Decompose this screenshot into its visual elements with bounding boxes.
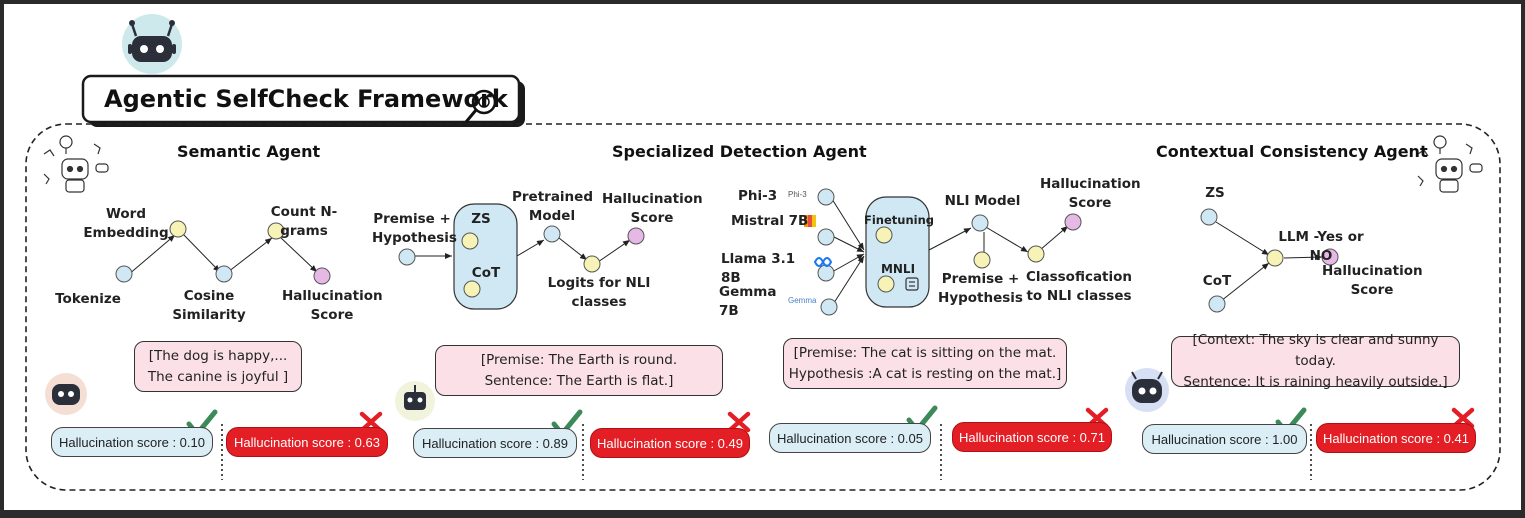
label-ctx-zs: ZS (1205, 185, 1225, 201)
node-tokenize (115, 265, 133, 283)
robot-head-icon (395, 381, 435, 421)
nli-score-good: Hallucination score : 0.05 (769, 423, 931, 453)
robot-head-icon (122, 14, 182, 74)
specialized-example: [Premise: The Earth is round. Sentence: … (435, 345, 723, 396)
nli-example: [Premise: The cat is sitting on the mat.… (783, 338, 1067, 389)
label-cosine-similarity: Cosine Similarity (172, 288, 246, 323)
label-ctx-cot: CoT (1202, 273, 1232, 289)
framework-frame (25, 123, 1501, 491)
label-spec-score: Hallucination Score (602, 191, 703, 226)
specialized-agent-title: Specialized Detection Agent (612, 142, 867, 161)
node-score (313, 267, 331, 285)
meta-logo-icon (813, 257, 833, 267)
specialized-score-good: Hallucination score : 0.89 (413, 428, 577, 458)
label-cot: CoT (471, 265, 501, 281)
node-cosine (215, 265, 233, 283)
specialized-score-bad: Hallucination score : 0.49 (590, 428, 750, 458)
label-nli-model: NLI Model (944, 193, 1021, 209)
robot-head-icon (45, 373, 87, 415)
node-word-embedding (169, 220, 187, 238)
label-model-mistral: Mistral 7B (731, 213, 809, 229)
title-box (81, 74, 521, 124)
semantic-score-bad: Hallucination score : 0.63 (226, 427, 388, 457)
framework-title: Agentic SelfCheck Framework (104, 85, 508, 113)
label-finetuning: Finetuning (864, 213, 935, 227)
label-hallucination-score: Hallucination Score (282, 288, 383, 323)
label-logits-nli: Logits for NLI classes (547, 275, 651, 310)
cross-icon (727, 411, 751, 433)
mistral-logo-icon (804, 215, 816, 227)
nli-score-bad: Hallucination score : 0.71 (952, 422, 1112, 452)
label-nli-score: Hallucination Score (1040, 176, 1141, 211)
label-premise-hypothesis: Premise + Hypothesis (372, 211, 457, 246)
label-nli-classification: Classofication to NLI classes (1025, 269, 1133, 304)
gemma-logo-icon: Gemma (788, 296, 817, 305)
thinking-robot-icon (1417, 135, 1483, 193)
canvas: Agentic SelfCheck Framework Semantic Age… (4, 4, 1521, 510)
label-pretrained-model: Pretrained Model (512, 189, 593, 224)
semantic-score-good: Hallucination score : 0.10 (51, 427, 213, 457)
phi-logo-icon: Phi-3 (788, 190, 807, 199)
label-word-embedding: Word Embedding (83, 206, 169, 241)
nli-graph (817, 188, 1082, 316)
label-mnli: MNLI (880, 262, 916, 276)
brain-chip-icon (905, 277, 919, 291)
semantic-graph (115, 220, 331, 285)
label-model-phi3: Phi-3 (738, 188, 778, 204)
contextual-graph (1200, 208, 1339, 313)
contextual-score-good: Hallucination score : 1.00 (1142, 424, 1307, 454)
contextual-example: [Context: The sky is clear and sunny tod… (1171, 332, 1460, 390)
semantic-agent-title: Semantic Agent (177, 142, 321, 161)
contextual-score-bad: Hallucination score : 0.41 (1316, 423, 1476, 453)
magnifier-icon (464, 89, 497, 123)
label-ctx-score: Hallucination Score (1322, 263, 1423, 298)
node-ngrams (267, 222, 285, 240)
specialized-graph (398, 203, 645, 310)
label-tokenize: Tokenize (55, 291, 121, 307)
contextual-agent-title: Contextual Consistency Agent (1156, 142, 1428, 161)
label-model-gemma: Gemma 7B (719, 284, 777, 319)
label-zs: ZS (471, 211, 491, 227)
label-model-llama: Llama 3.1 8B (721, 251, 796, 286)
diagram-svg (25, 14, 1501, 491)
label-llm-yes-no: LLM -Yes or NO (1278, 229, 1364, 264)
semantic-example: [The dog is happy,... The canine is joyf… (134, 341, 302, 392)
thinking-robot-icon (43, 135, 109, 193)
label-nli-premise: Premise + Hypothesis (938, 271, 1023, 306)
robot-head-icon (1125, 368, 1169, 412)
label-count-ngrams: Count N-grams (270, 204, 338, 239)
